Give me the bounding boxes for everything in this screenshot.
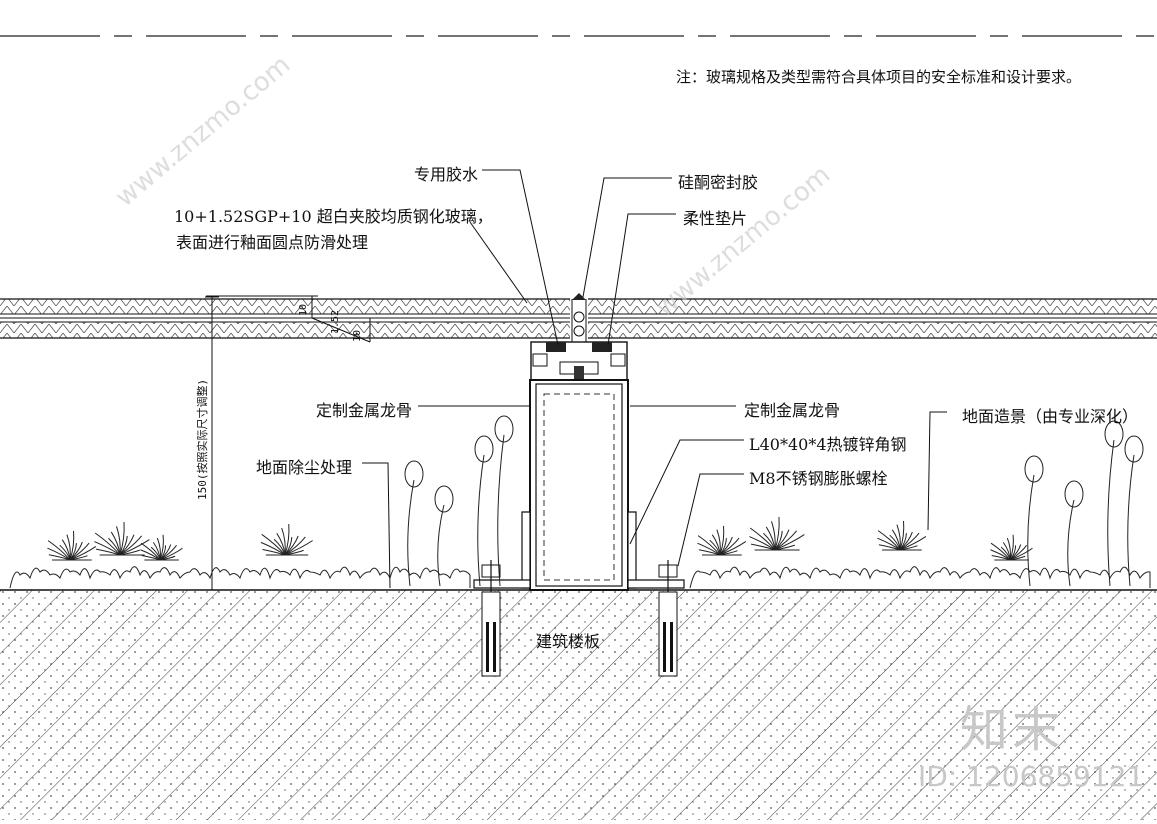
grass-tuft (94, 522, 150, 556)
top-bracket (530, 341, 628, 386)
grass-tuft (990, 534, 1033, 561)
leader-lines (362, 169, 947, 589)
label-bolt: M8不锈钢膨胀螺栓 (749, 469, 888, 488)
label-glass-treatment: 表面进行釉面圆点防滑处理 (176, 233, 369, 252)
label-keel-left: 定制金属龙骨 (316, 401, 413, 420)
grass-tuft (697, 525, 747, 556)
grass-tuft (47, 530, 97, 561)
landscape-shrubs (9, 415, 1151, 589)
flower-stalk (404, 460, 424, 587)
label-landscape: 地面造景（由专业深化） (962, 407, 1139, 426)
watermark-brand: 知末 (960, 702, 1065, 758)
metal-keel (529, 379, 629, 591)
angle-steel-left (473, 511, 531, 589)
slab-dots (0, 590, 1157, 820)
bolt-right (658, 560, 678, 677)
grass-tuft (877, 520, 927, 551)
flower-stalk (1124, 435, 1144, 587)
flower-stalk (1104, 420, 1124, 587)
label-angle-steel: L40*40*4热镀锌角钢 (749, 435, 907, 454)
flower-stalk (1024, 455, 1044, 587)
dimension-lines (205, 295, 376, 591)
angle-steel-right (627, 511, 685, 589)
label-glass-spec: 10+1.52SGP+10 超白夹胶均质钢化玻璃， (174, 207, 493, 226)
flower-stalk (1064, 480, 1084, 587)
label-glue: 专用胶水 (414, 165, 479, 184)
design-note: 注：玻璃规格及类型需符合具体项目的安全标准和设计要求。 (676, 68, 1082, 86)
ground-cover (9, 566, 471, 589)
label-pad: 柔性垫片 (683, 209, 748, 228)
grass-tuft (140, 534, 183, 561)
label-slab: 建筑楼板 (536, 632, 601, 651)
label-silicone: 硅酮密封胶 (678, 173, 759, 192)
label-keel-right: 定制金属龙骨 (744, 401, 841, 420)
flower-stalk (434, 485, 454, 587)
grass-tuft (260, 523, 313, 556)
ground-cover (689, 566, 1151, 589)
watermark-id: ID: 1206859121 (918, 760, 1145, 793)
flower-stalk (474, 435, 494, 587)
dim-interlayer: 1.52 (330, 309, 341, 334)
bolt-left (481, 560, 501, 677)
label-dust: 地面除尘处理 (256, 458, 353, 477)
silicone-joint (571, 293, 587, 342)
dim-glass-bottom: 10 (352, 329, 363, 342)
flower-stalk (494, 415, 514, 587)
grass-tuft (749, 517, 805, 551)
dim-height: 150(按照实际尺寸调整) (196, 378, 209, 500)
dim-glass-top: 10 (298, 303, 309, 316)
